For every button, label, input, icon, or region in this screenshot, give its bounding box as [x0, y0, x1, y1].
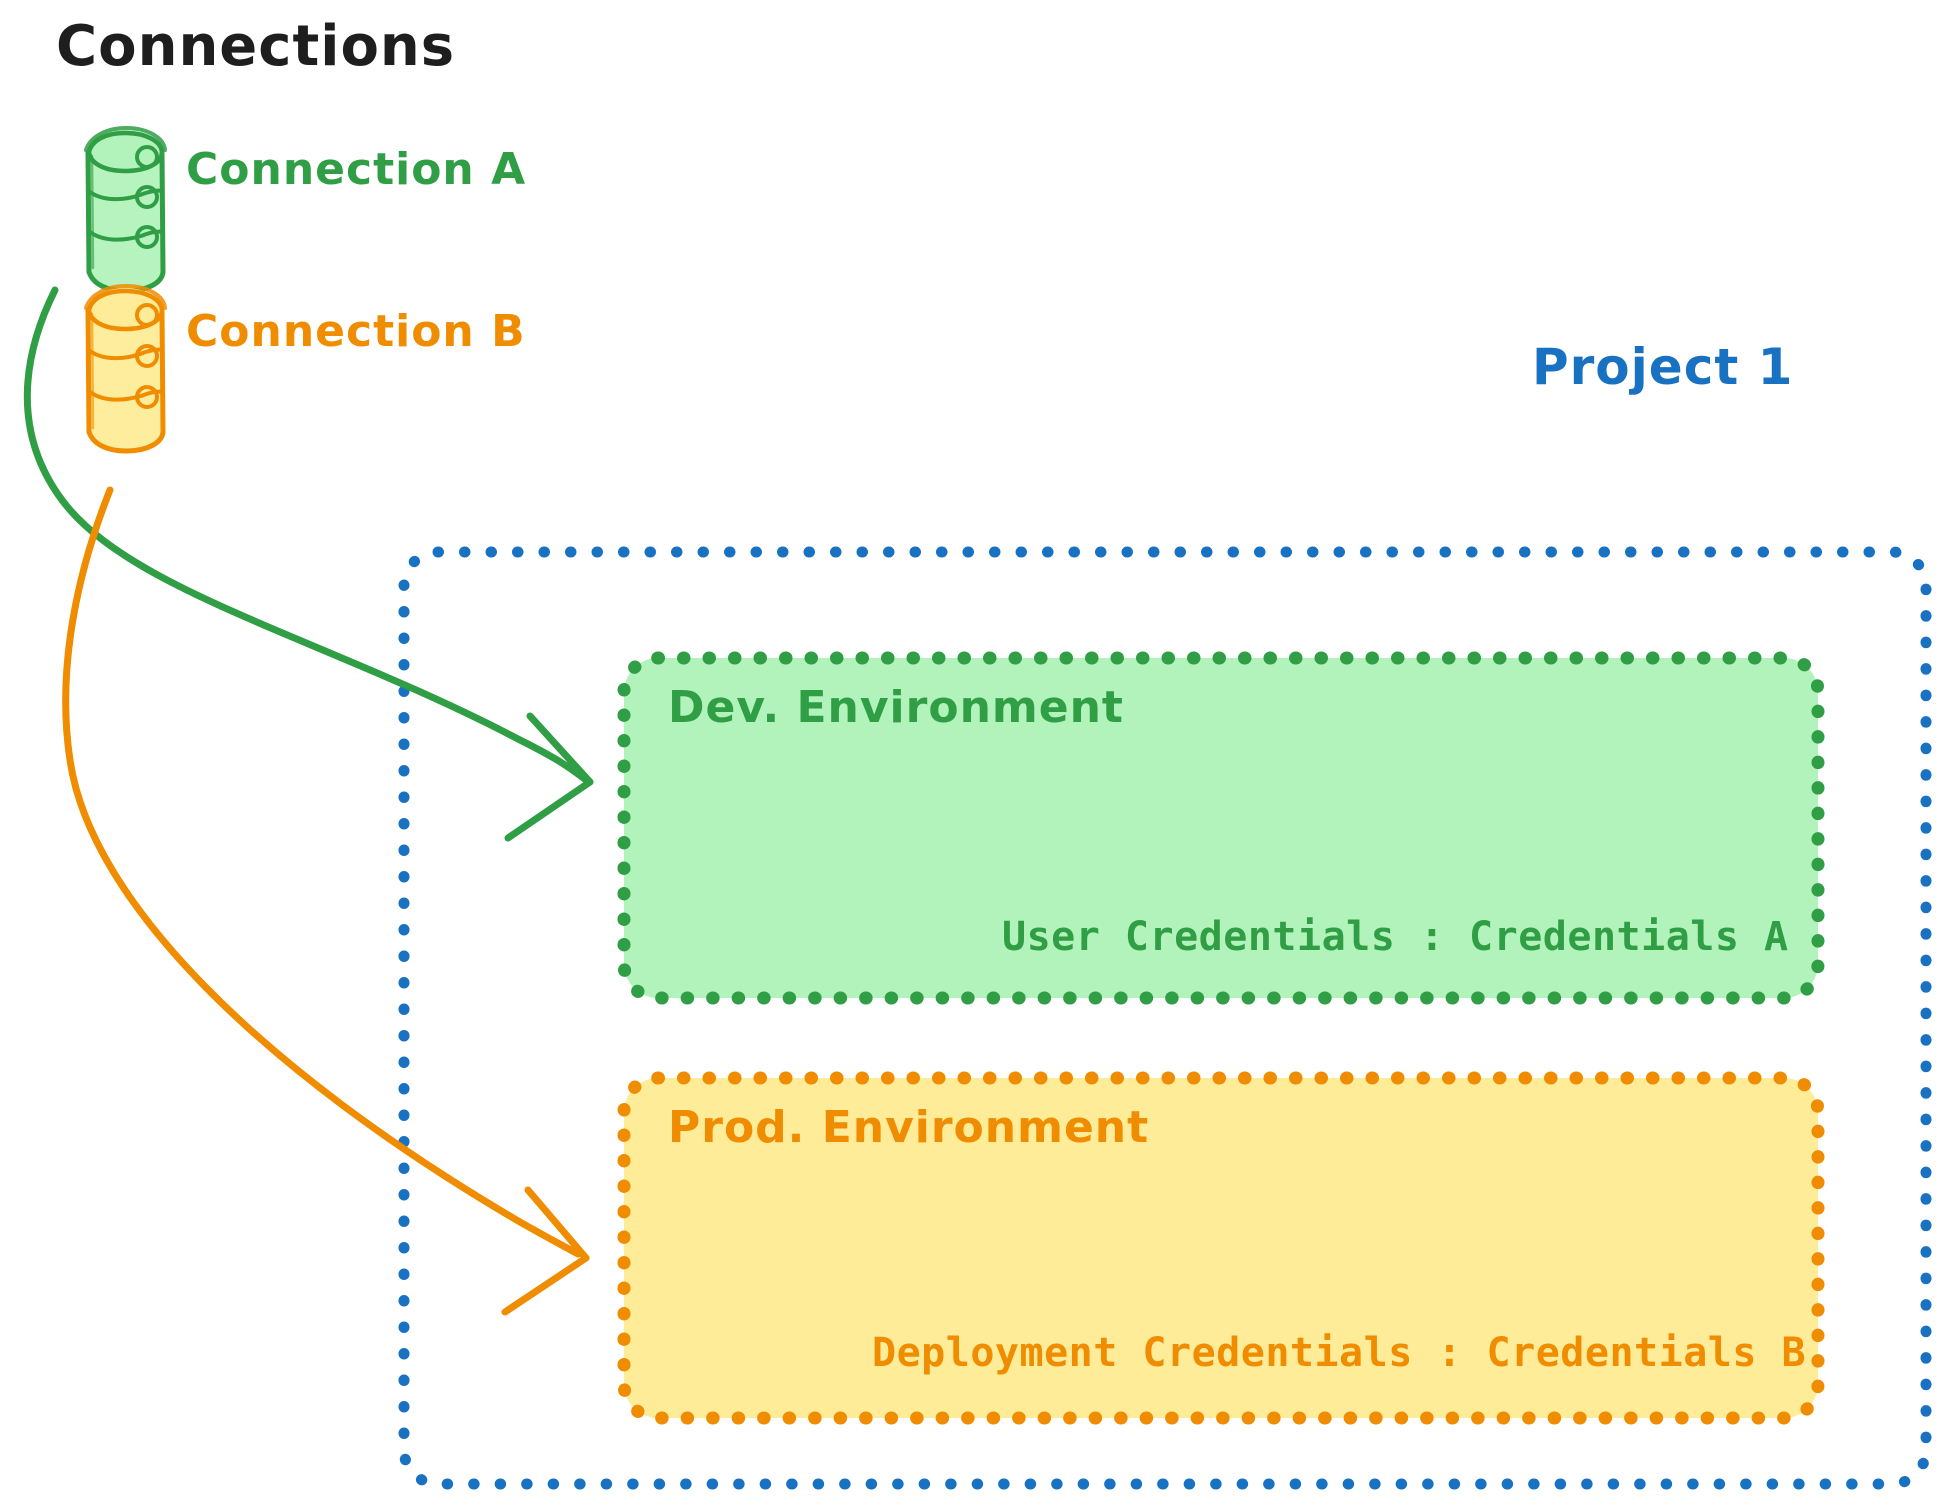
- connection-a-label[interactable]: Connection A: [186, 144, 527, 195]
- dev-environment-title: Dev. Environment: [668, 682, 1124, 733]
- connection-a-database-icon[interactable]: [84, 125, 167, 294]
- prod-environment-box[interactable]: [617, 1071, 1825, 1425]
- project-1-label: Project 1: [1532, 338, 1794, 396]
- page-title: Connections: [56, 14, 456, 79]
- dev-environment-credentials: User Credentials : Credentials A: [1002, 914, 1789, 960]
- connection-b-label[interactable]: Connection B: [186, 306, 526, 357]
- prod-environment-title: Prod. Environment: [668, 1102, 1150, 1153]
- project-1-container[interactable]: [398, 546, 1932, 1490]
- dev-environment-box[interactable]: [617, 651, 1825, 1005]
- arrow-connection-b-to-prod: [62, 486, 590, 1316]
- arrow-connection-a-to-dev: [23, 286, 594, 842]
- connection-b-database-icon[interactable]: [84, 283, 167, 454]
- prod-environment-credentials: Deployment Credentials : Credentials B: [872, 1330, 1807, 1376]
